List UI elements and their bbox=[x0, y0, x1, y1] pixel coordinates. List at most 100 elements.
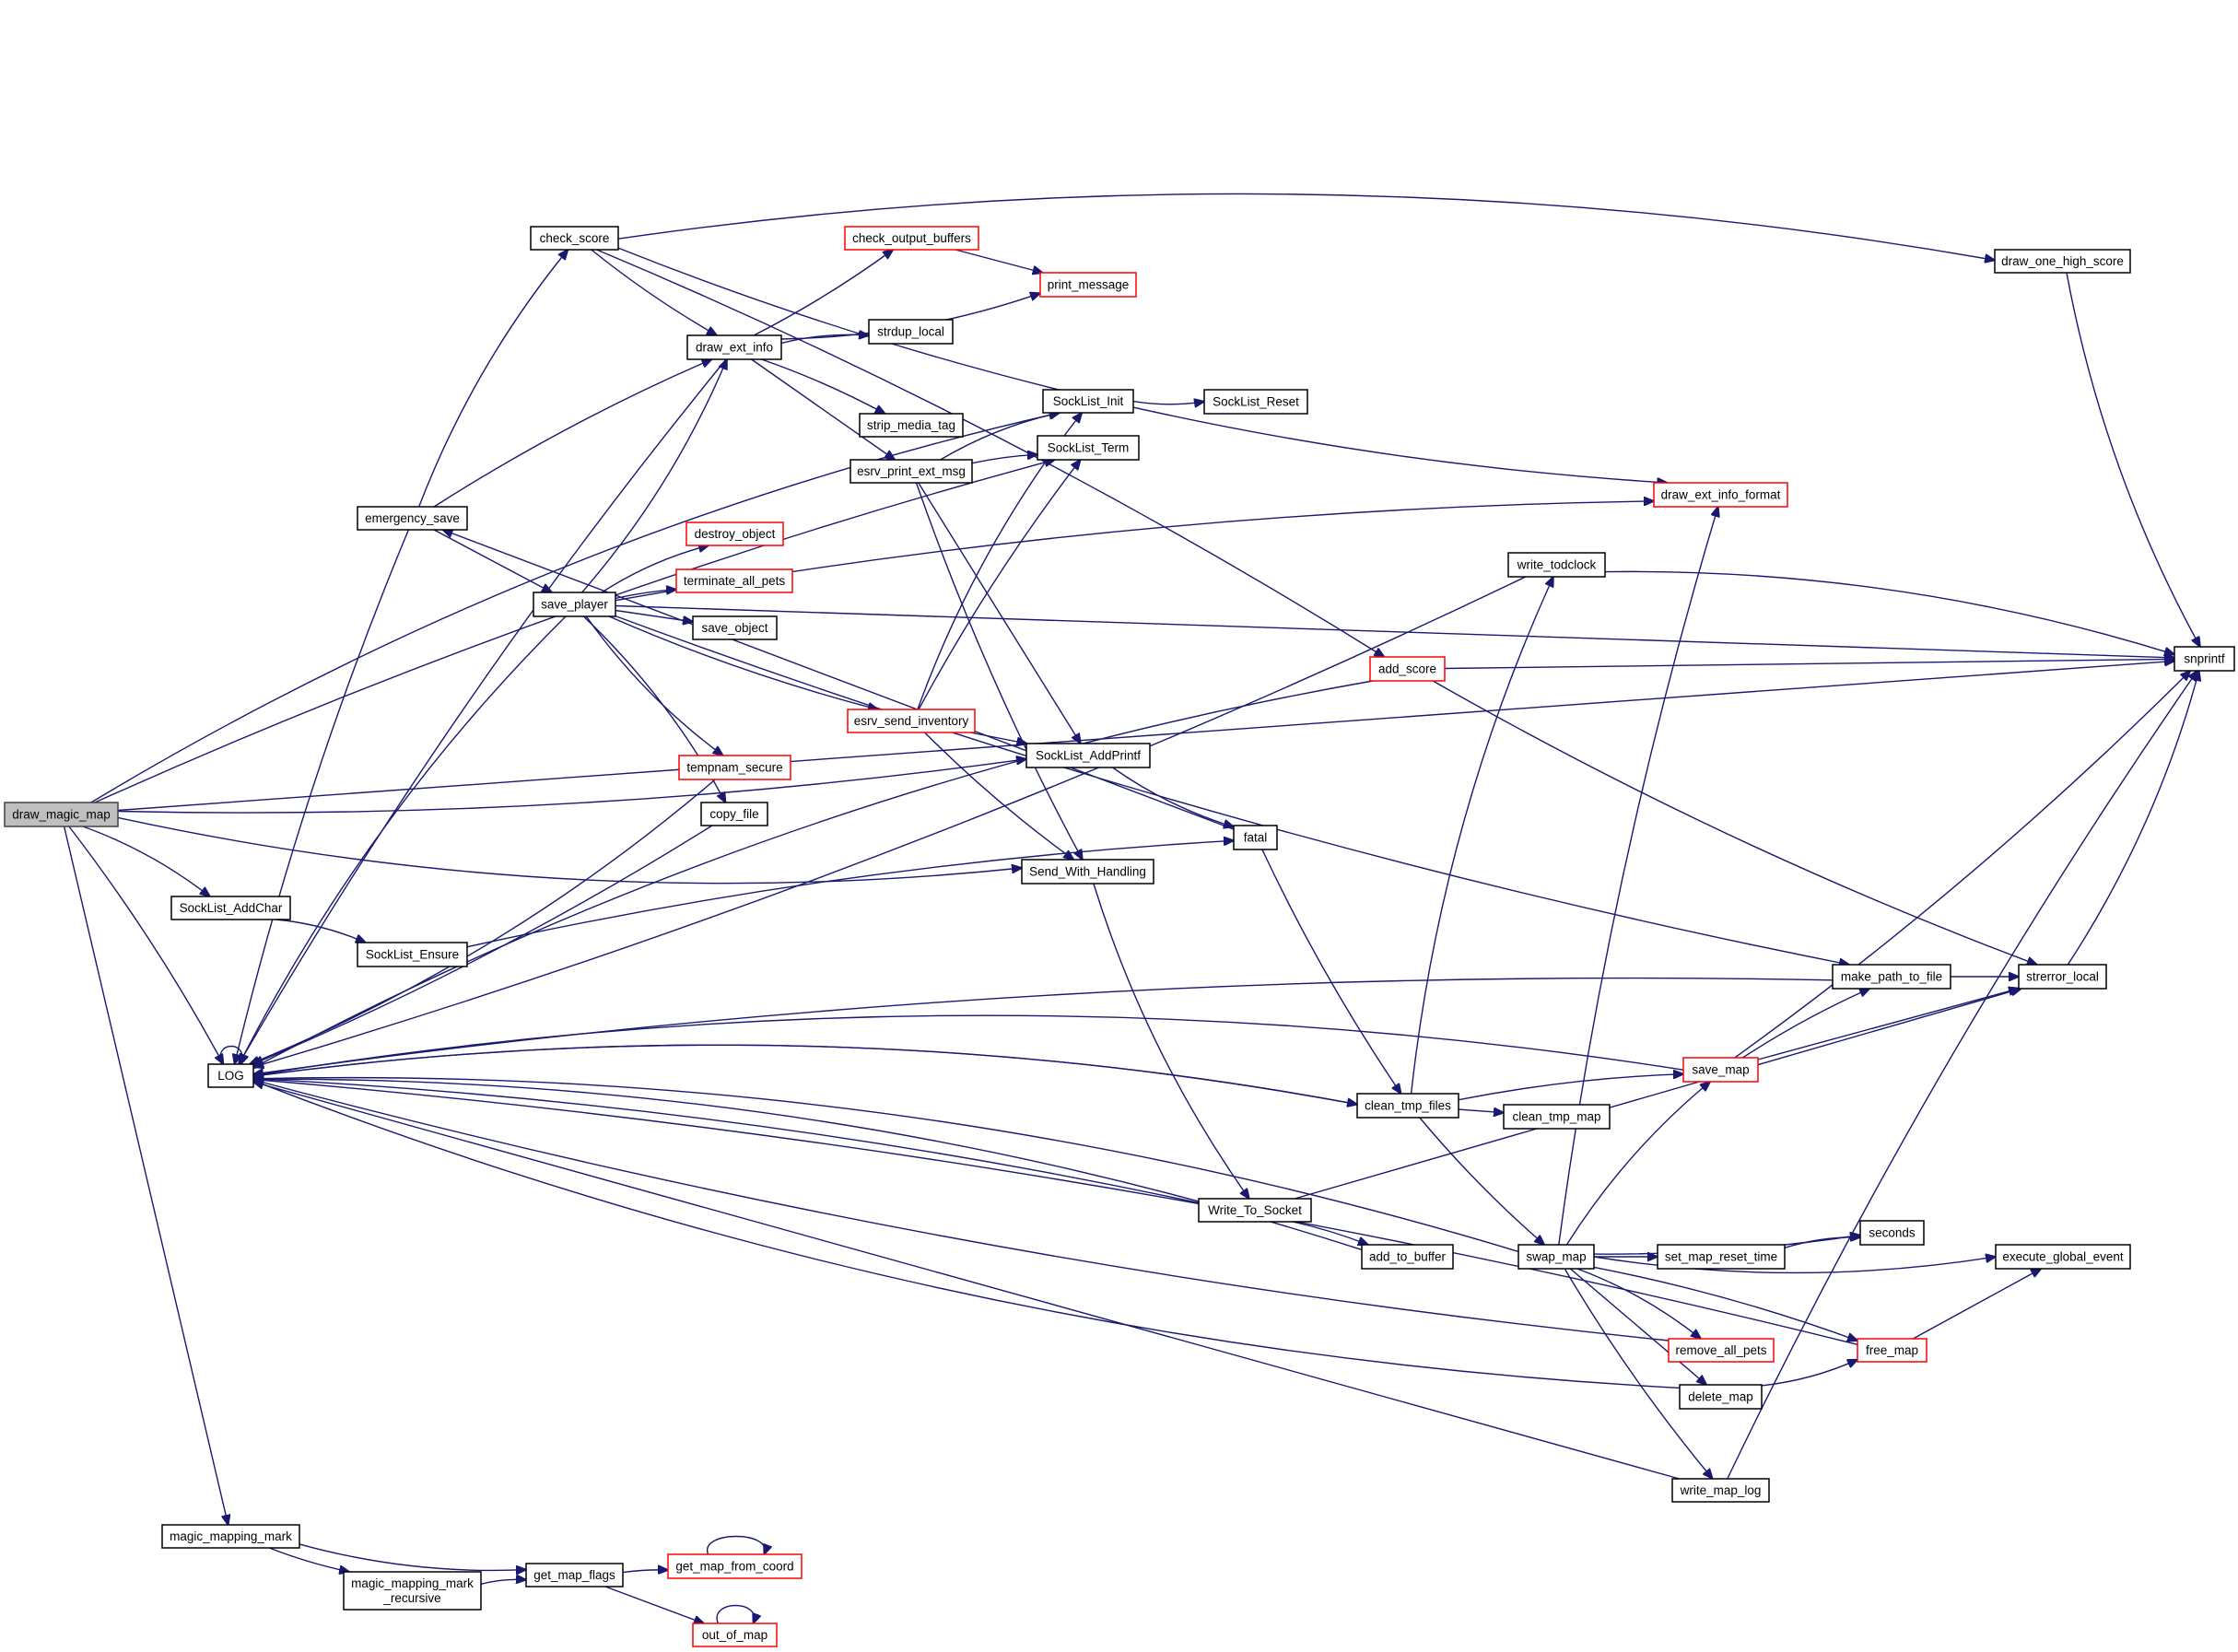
node-box[interactable] bbox=[533, 592, 616, 617]
node-strdup-local[interactable]: strdup_local bbox=[868, 319, 954, 345]
node-box[interactable] bbox=[1517, 1244, 1595, 1270]
node-log[interactable]: LOG bbox=[207, 1063, 254, 1088]
node-socklist-addprintf[interactable]: SockList_AddPrintf bbox=[1025, 743, 1151, 768]
node-box[interactable] bbox=[859, 413, 964, 438]
node-box[interactable] bbox=[1859, 1220, 1925, 1246]
node-draw-ext-info[interactable]: draw_ext_info bbox=[686, 334, 782, 360]
node-box[interactable] bbox=[1025, 743, 1151, 768]
node-box[interactable] bbox=[207, 1063, 254, 1088]
node-magic-mapping-mark-recursive[interactable]: magic_mapping_mark_recursive bbox=[343, 1571, 482, 1611]
node-box[interactable] bbox=[1039, 272, 1137, 298]
node-box[interactable] bbox=[1671, 1478, 1770, 1503]
node-make-path-to-file[interactable]: make_path_to_file bbox=[1832, 964, 1951, 990]
node-get-map-flags[interactable]: get_map_flags bbox=[525, 1563, 624, 1588]
node-box[interactable] bbox=[1037, 435, 1140, 461]
node-clean-tmp-map[interactable]: clean_tmp_map bbox=[1503, 1104, 1611, 1130]
node-socklist-reset[interactable]: SockList_Reset bbox=[1203, 389, 1308, 415]
node-fatal[interactable]: fatal bbox=[1233, 825, 1278, 850]
node-send-with-handling[interactable]: Send_With_Handling bbox=[1021, 859, 1154, 885]
node-terminate-all-pets[interactable]: terminate_all_pets bbox=[675, 568, 793, 593]
node-box[interactable] bbox=[1356, 1093, 1459, 1119]
node-clean-tmp-files[interactable]: clean_tmp_files bbox=[1356, 1093, 1459, 1119]
node-check-output-buffers[interactable]: check_output_buffers bbox=[844, 226, 979, 251]
node-print-message[interactable]: print_message bbox=[1039, 272, 1137, 298]
node-box[interactable] bbox=[1361, 1244, 1454, 1270]
node-box[interactable] bbox=[170, 896, 291, 920]
node-out-of-map[interactable]: out_of_map bbox=[692, 1623, 778, 1647]
node-box[interactable] bbox=[675, 568, 793, 593]
node-strerror-local[interactable]: strerror_local bbox=[2018, 964, 2107, 990]
node-box[interactable] bbox=[844, 226, 979, 251]
node-tempnam-secure[interactable]: tempnam_secure bbox=[678, 755, 791, 780]
node-draw-magic-map[interactable]: draw_magic_map bbox=[4, 802, 119, 827]
node-esrv-send-inventory[interactable]: esrv_send_inventory bbox=[847, 709, 976, 733]
node-box[interactable] bbox=[4, 802, 119, 827]
node-box[interactable] bbox=[2018, 964, 2107, 990]
node-box[interactable] bbox=[1682, 1057, 1759, 1083]
node-seconds[interactable]: seconds bbox=[1859, 1220, 1925, 1246]
node-box[interactable] bbox=[357, 942, 468, 967]
node-execute-global-event[interactable]: execute_global_event bbox=[1995, 1244, 2131, 1270]
node-get-map-from-coord[interactable]: get_map_from_coord bbox=[667, 1553, 803, 1579]
node-box[interactable] bbox=[700, 802, 768, 826]
node-write-to-socket[interactable]: Write_To_Socket bbox=[1198, 1198, 1312, 1223]
node-socklist-term[interactable]: SockList_Term bbox=[1037, 435, 1140, 461]
node-box[interactable] bbox=[686, 334, 782, 360]
node-box[interactable] bbox=[1233, 825, 1278, 850]
node-destroy-object[interactable]: destroy_object bbox=[685, 521, 784, 546]
node-box[interactable] bbox=[847, 709, 976, 733]
node-box[interactable] bbox=[1653, 482, 1788, 508]
node-box[interactable] bbox=[525, 1563, 624, 1588]
node-add-score[interactable]: add_score bbox=[1369, 656, 1446, 682]
node-box[interactable] bbox=[850, 459, 973, 484]
node-save-player[interactable]: save_player bbox=[533, 592, 616, 617]
node-box[interactable] bbox=[1203, 389, 1308, 415]
node-box[interactable] bbox=[1369, 656, 1446, 682]
node-socklist-addchar[interactable]: SockList_AddChar bbox=[170, 896, 291, 920]
node-write-todclock[interactable]: write_todclock bbox=[1507, 552, 1606, 578]
node-box[interactable] bbox=[1857, 1338, 1927, 1363]
node-free-map[interactable]: free_map bbox=[1857, 1338, 1927, 1363]
node-box[interactable] bbox=[692, 615, 778, 640]
node-save-map[interactable]: save_map bbox=[1682, 1057, 1759, 1083]
node-box[interactable] bbox=[678, 755, 791, 780]
node-box[interactable] bbox=[1679, 1384, 1763, 1410]
node-remove-all-pets[interactable]: remove_all_pets bbox=[1668, 1338, 1775, 1363]
node-box[interactable] bbox=[868, 319, 954, 345]
node-box[interactable] bbox=[1507, 552, 1606, 578]
node-box[interactable] bbox=[1198, 1198, 1312, 1223]
node-box[interactable] bbox=[2174, 646, 2235, 672]
node-box[interactable] bbox=[1021, 859, 1154, 885]
node-box[interactable] bbox=[1503, 1104, 1611, 1130]
node-box[interactable] bbox=[357, 506, 468, 531]
node-swap-map[interactable]: swap_map bbox=[1517, 1244, 1595, 1270]
node-box[interactable] bbox=[530, 226, 619, 251]
node-save-object[interactable]: save_object bbox=[692, 615, 778, 640]
node-add-to-buffer[interactable]: add_to_buffer bbox=[1361, 1244, 1454, 1270]
node-snprintf[interactable]: snprintf bbox=[2174, 646, 2235, 672]
node-box[interactable] bbox=[1657, 1244, 1786, 1270]
node-esrv-print-ext-msg[interactable]: esrv_print_ext_msg bbox=[850, 459, 973, 484]
node-box[interactable] bbox=[692, 1623, 778, 1647]
node-box[interactable] bbox=[343, 1571, 482, 1611]
node-box[interactable] bbox=[667, 1553, 803, 1579]
node-box[interactable] bbox=[1042, 389, 1134, 414]
node-copy-file[interactable]: copy_file bbox=[700, 802, 768, 826]
node-box[interactable] bbox=[685, 521, 784, 546]
node-box[interactable] bbox=[161, 1524, 300, 1549]
node-box[interactable] bbox=[1668, 1338, 1775, 1363]
node-box[interactable] bbox=[1832, 964, 1951, 990]
node-box[interactable] bbox=[1994, 249, 2131, 274]
node-delete-map[interactable]: delete_map bbox=[1679, 1384, 1763, 1410]
node-set-map-reset-time[interactable]: set_map_reset_time bbox=[1657, 1244, 1786, 1270]
node-strip-media-tag[interactable]: strip_media_tag bbox=[859, 413, 964, 438]
node-socklist-ensure[interactable]: SockList_Ensure bbox=[357, 942, 468, 967]
node-draw-ext-info-format[interactable]: draw_ext_info_format bbox=[1653, 482, 1788, 508]
node-write-map-log[interactable]: write_map_log bbox=[1671, 1478, 1770, 1503]
node-magic-mapping-mark[interactable]: magic_mapping_mark bbox=[161, 1524, 300, 1549]
node-socklist-init[interactable]: SockList_Init bbox=[1042, 389, 1134, 414]
node-check-score[interactable]: check_score bbox=[530, 226, 619, 251]
node-draw-one-high-score[interactable]: draw_one_high_score bbox=[1994, 249, 2131, 274]
node-box[interactable] bbox=[1995, 1244, 2131, 1270]
node-emergency-save[interactable]: emergency_save bbox=[357, 506, 468, 531]
